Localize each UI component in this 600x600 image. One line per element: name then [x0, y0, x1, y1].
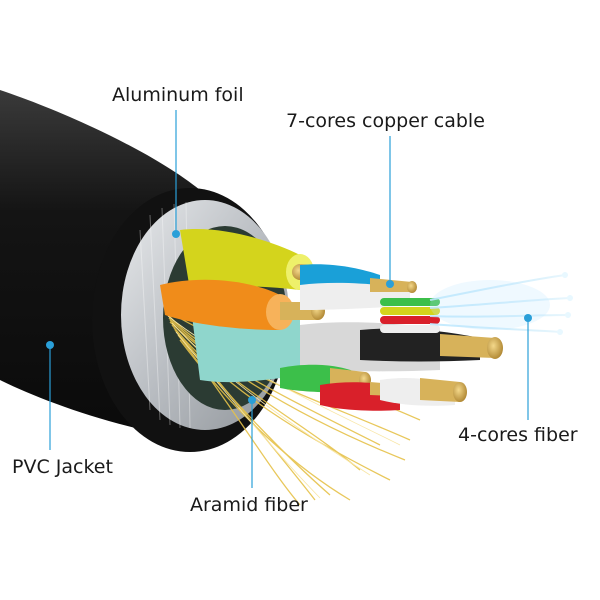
leader-lines [49, 110, 529, 488]
label-fiber: 4-cores fiber [458, 424, 578, 446]
label-copper-cable: 7-cores copper cable [286, 110, 485, 132]
black-core-wire [440, 334, 495, 358]
label-aramid-fiber: Aramid fiber [190, 494, 308, 516]
optical-fibers [429, 274, 571, 333]
fiber-glow-haze [430, 280, 550, 330]
white-lower-wire-end [453, 382, 467, 402]
leader-dots [46, 230, 532, 404]
black-core-wire-end [487, 337, 503, 359]
small-cores [380, 298, 440, 333]
white-lower-wire [420, 378, 460, 402]
aramid-fiber-highlights [167, 315, 401, 499]
fiber-tips [557, 272, 573, 335]
orange-core [160, 279, 280, 330]
white-core-wire-end [407, 281, 417, 293]
label-pvc-jacket: PVC Jacket [12, 456, 113, 478]
yellow-core [180, 229, 300, 290]
label-aluminum-foil: Aluminum foil [112, 84, 244, 106]
